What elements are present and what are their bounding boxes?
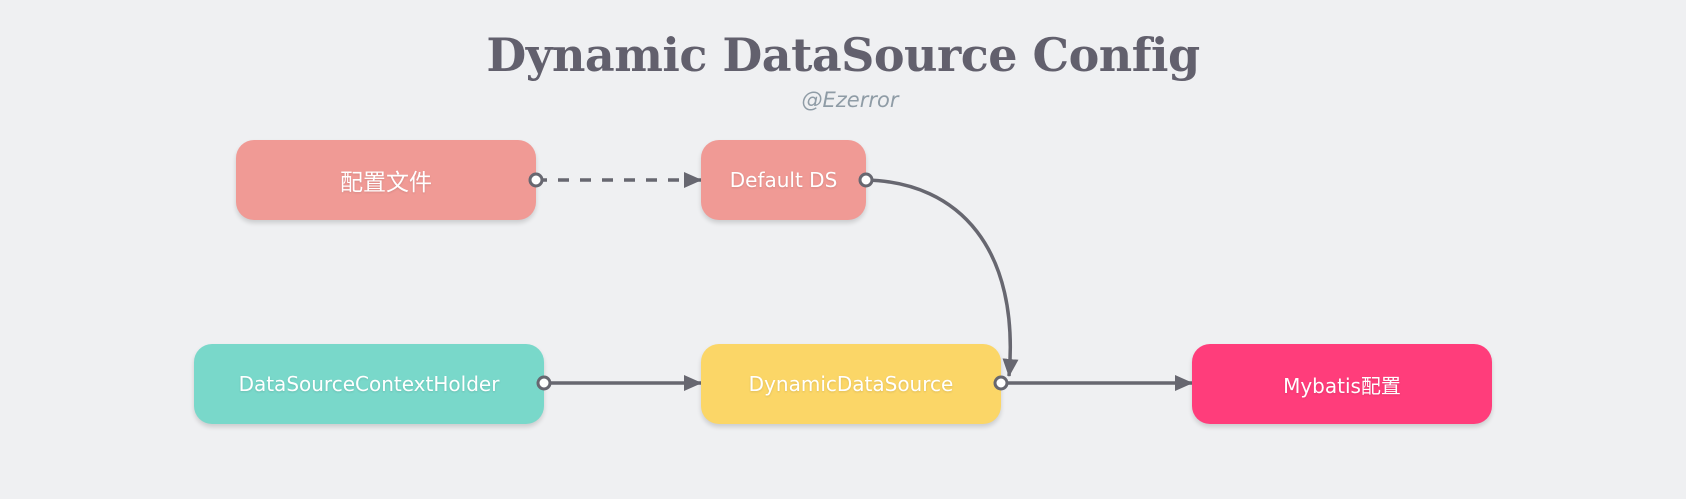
node-datasource-context-holder[interactable]: DataSourceContextHolder xyxy=(194,344,544,424)
edge-default-to-dynamic xyxy=(865,178,1019,377)
node-default-ds[interactable]: Default DS xyxy=(701,140,866,220)
node-config-file-label: 配置文件 xyxy=(340,170,432,196)
diagram-subtitle: @Ezerror xyxy=(801,88,899,112)
node-datasource-context-holder-label: DataSourceContextHolder xyxy=(238,372,500,396)
node-default-ds-label: Default DS xyxy=(729,168,838,192)
node-dynamic-datasource[interactable]: DynamicDataSource xyxy=(701,344,1001,424)
node-config-file[interactable]: 配置文件 xyxy=(236,140,536,220)
node-dynamic-datasource-label: DynamicDataSource xyxy=(748,372,954,396)
node-mybatis-config[interactable]: Mybatis配置 xyxy=(1192,344,1492,424)
diagram-title: Dynamic DataSource Config xyxy=(486,28,1200,82)
node-mybatis-config-label: Mybatis配置 xyxy=(1283,373,1401,398)
